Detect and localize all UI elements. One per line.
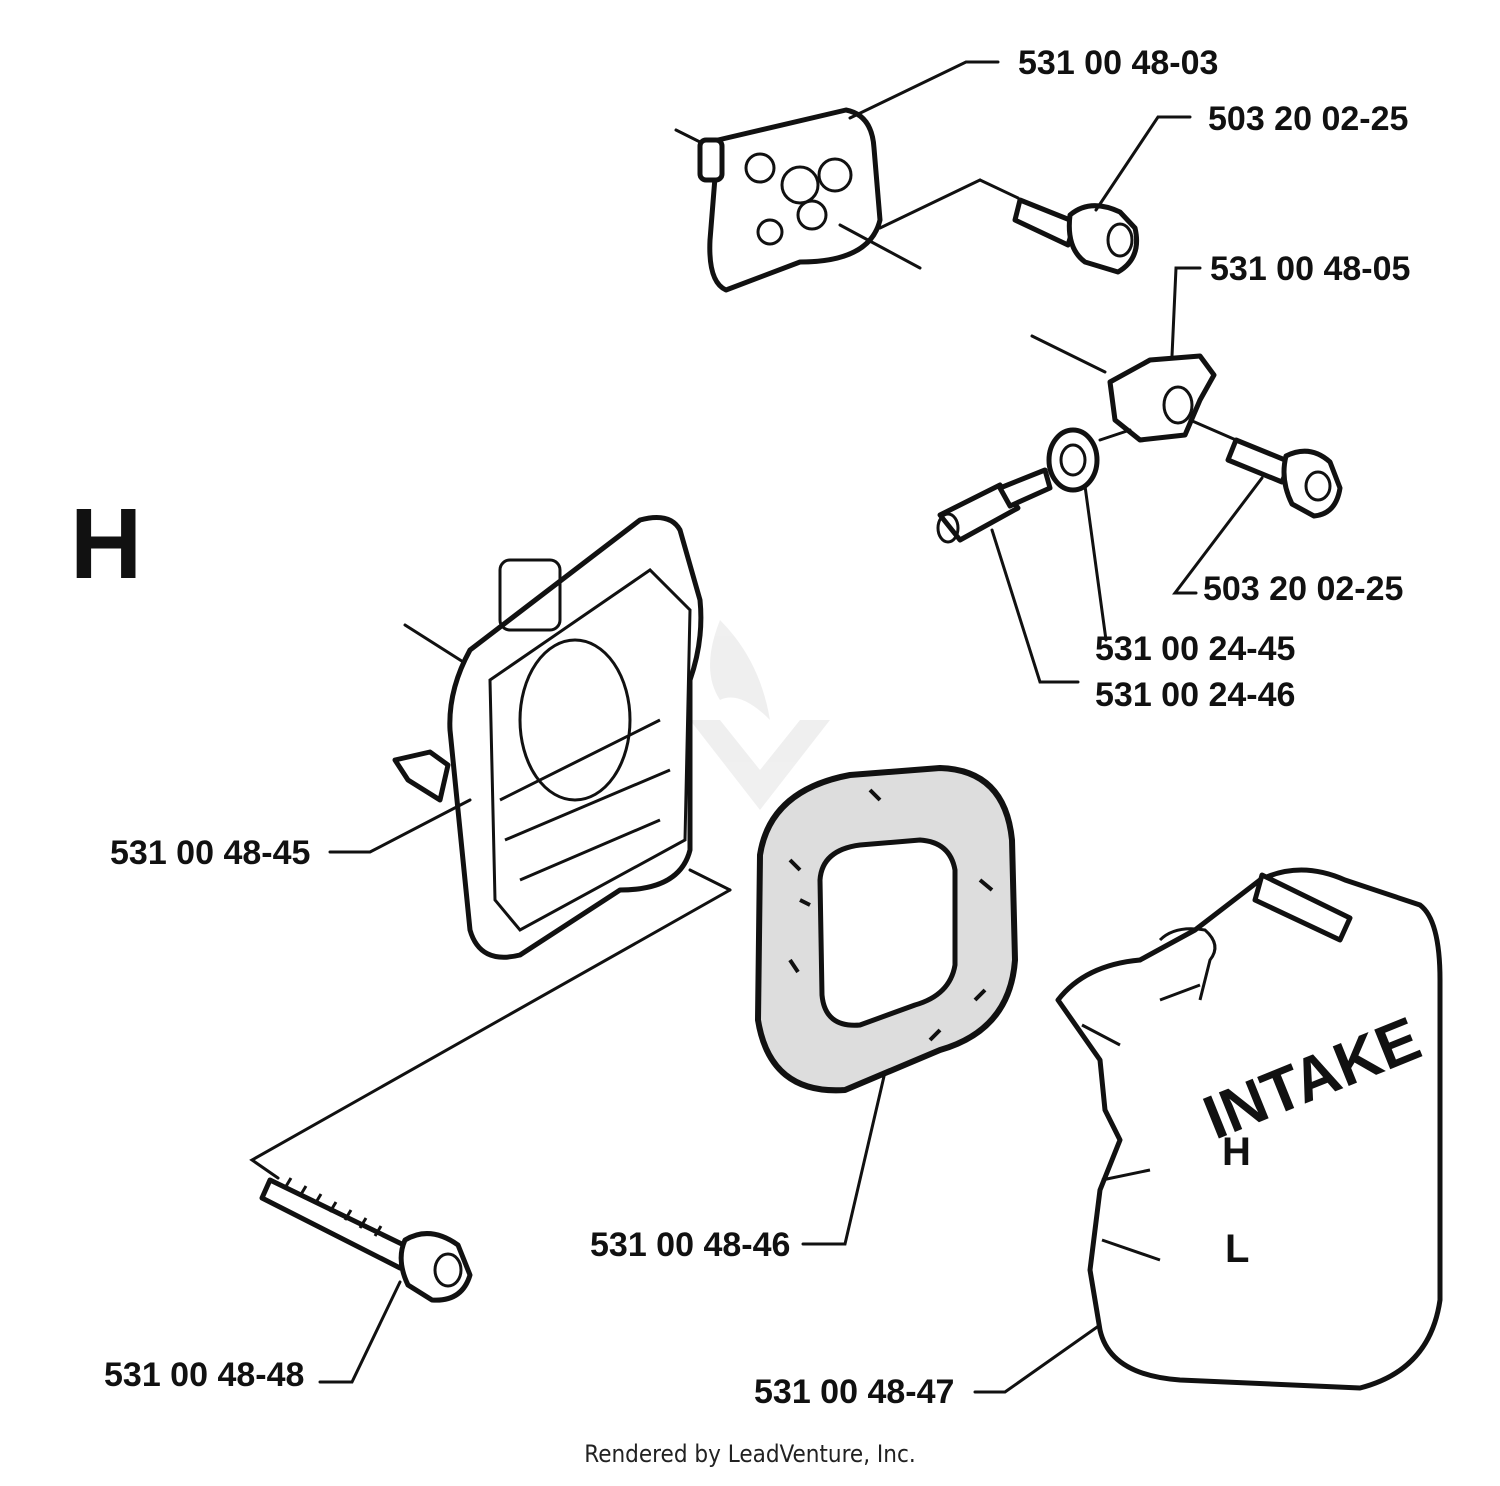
filter-cover-part: INTAKE H L <box>1055 867 1443 1391</box>
leader-48-46 <box>801 1070 887 1246</box>
leader-48-03 <box>848 60 1000 120</box>
leader-02-25-lower <box>1171 476 1264 595</box>
adjuster-part <box>936 467 1053 544</box>
carburetor-plate-part <box>674 107 922 293</box>
cover-hi-text: H <box>1222 1130 1251 1174</box>
part-label-531-00-48-47: 531 00 48-47 <box>754 1373 954 1411</box>
leader-48-05 <box>1170 266 1202 358</box>
part-label-531-00-24-45: 531 00 24-45 <box>1095 630 1295 668</box>
foam-filter-part <box>755 765 1018 1094</box>
upper-screw-part <box>878 178 1140 275</box>
long-screw-part <box>259 1177 473 1303</box>
nut-part <box>1046 427 1100 493</box>
leader-48-48 <box>318 1280 402 1384</box>
cover-lo-text: L <box>1225 1227 1249 1271</box>
part-label-531-00-48-46: 531 00 48-46 <box>590 1226 790 1264</box>
part-label-531-00-48-45: 531 00 48-45 <box>110 834 310 872</box>
leader-48-45 <box>328 798 472 854</box>
leader-48-47 <box>973 1323 1102 1394</box>
part-label-531-00-48-48: 531 00 48-48 <box>104 1356 304 1394</box>
filter-holder-part <box>392 515 732 960</box>
lower-screw-part <box>1188 418 1343 519</box>
leader-24-45 <box>1083 484 1108 642</box>
leader-02-25-upper <box>1094 115 1192 212</box>
footer-credit: Rendered by LeadVenture, Inc. <box>584 1440 916 1468</box>
watermark-logo <box>690 620 830 810</box>
part-label-531-00-48-05: 531 00 48-05 <box>1210 250 1410 288</box>
part-label-503-20-02-25-lower: 503 20 02-25 <box>1203 570 1403 608</box>
part-label-531-00-48-03: 531 00 48-03 <box>1018 44 1218 82</box>
bracket-part <box>1030 334 1217 443</box>
part-label-531-00-24-46: 531 00 24-46 <box>1095 676 1295 714</box>
leader-24-46 <box>990 528 1080 684</box>
section-letter: H <box>70 488 142 600</box>
part-label-503-20-02-25-upper: 503 20 02-25 <box>1208 100 1408 138</box>
